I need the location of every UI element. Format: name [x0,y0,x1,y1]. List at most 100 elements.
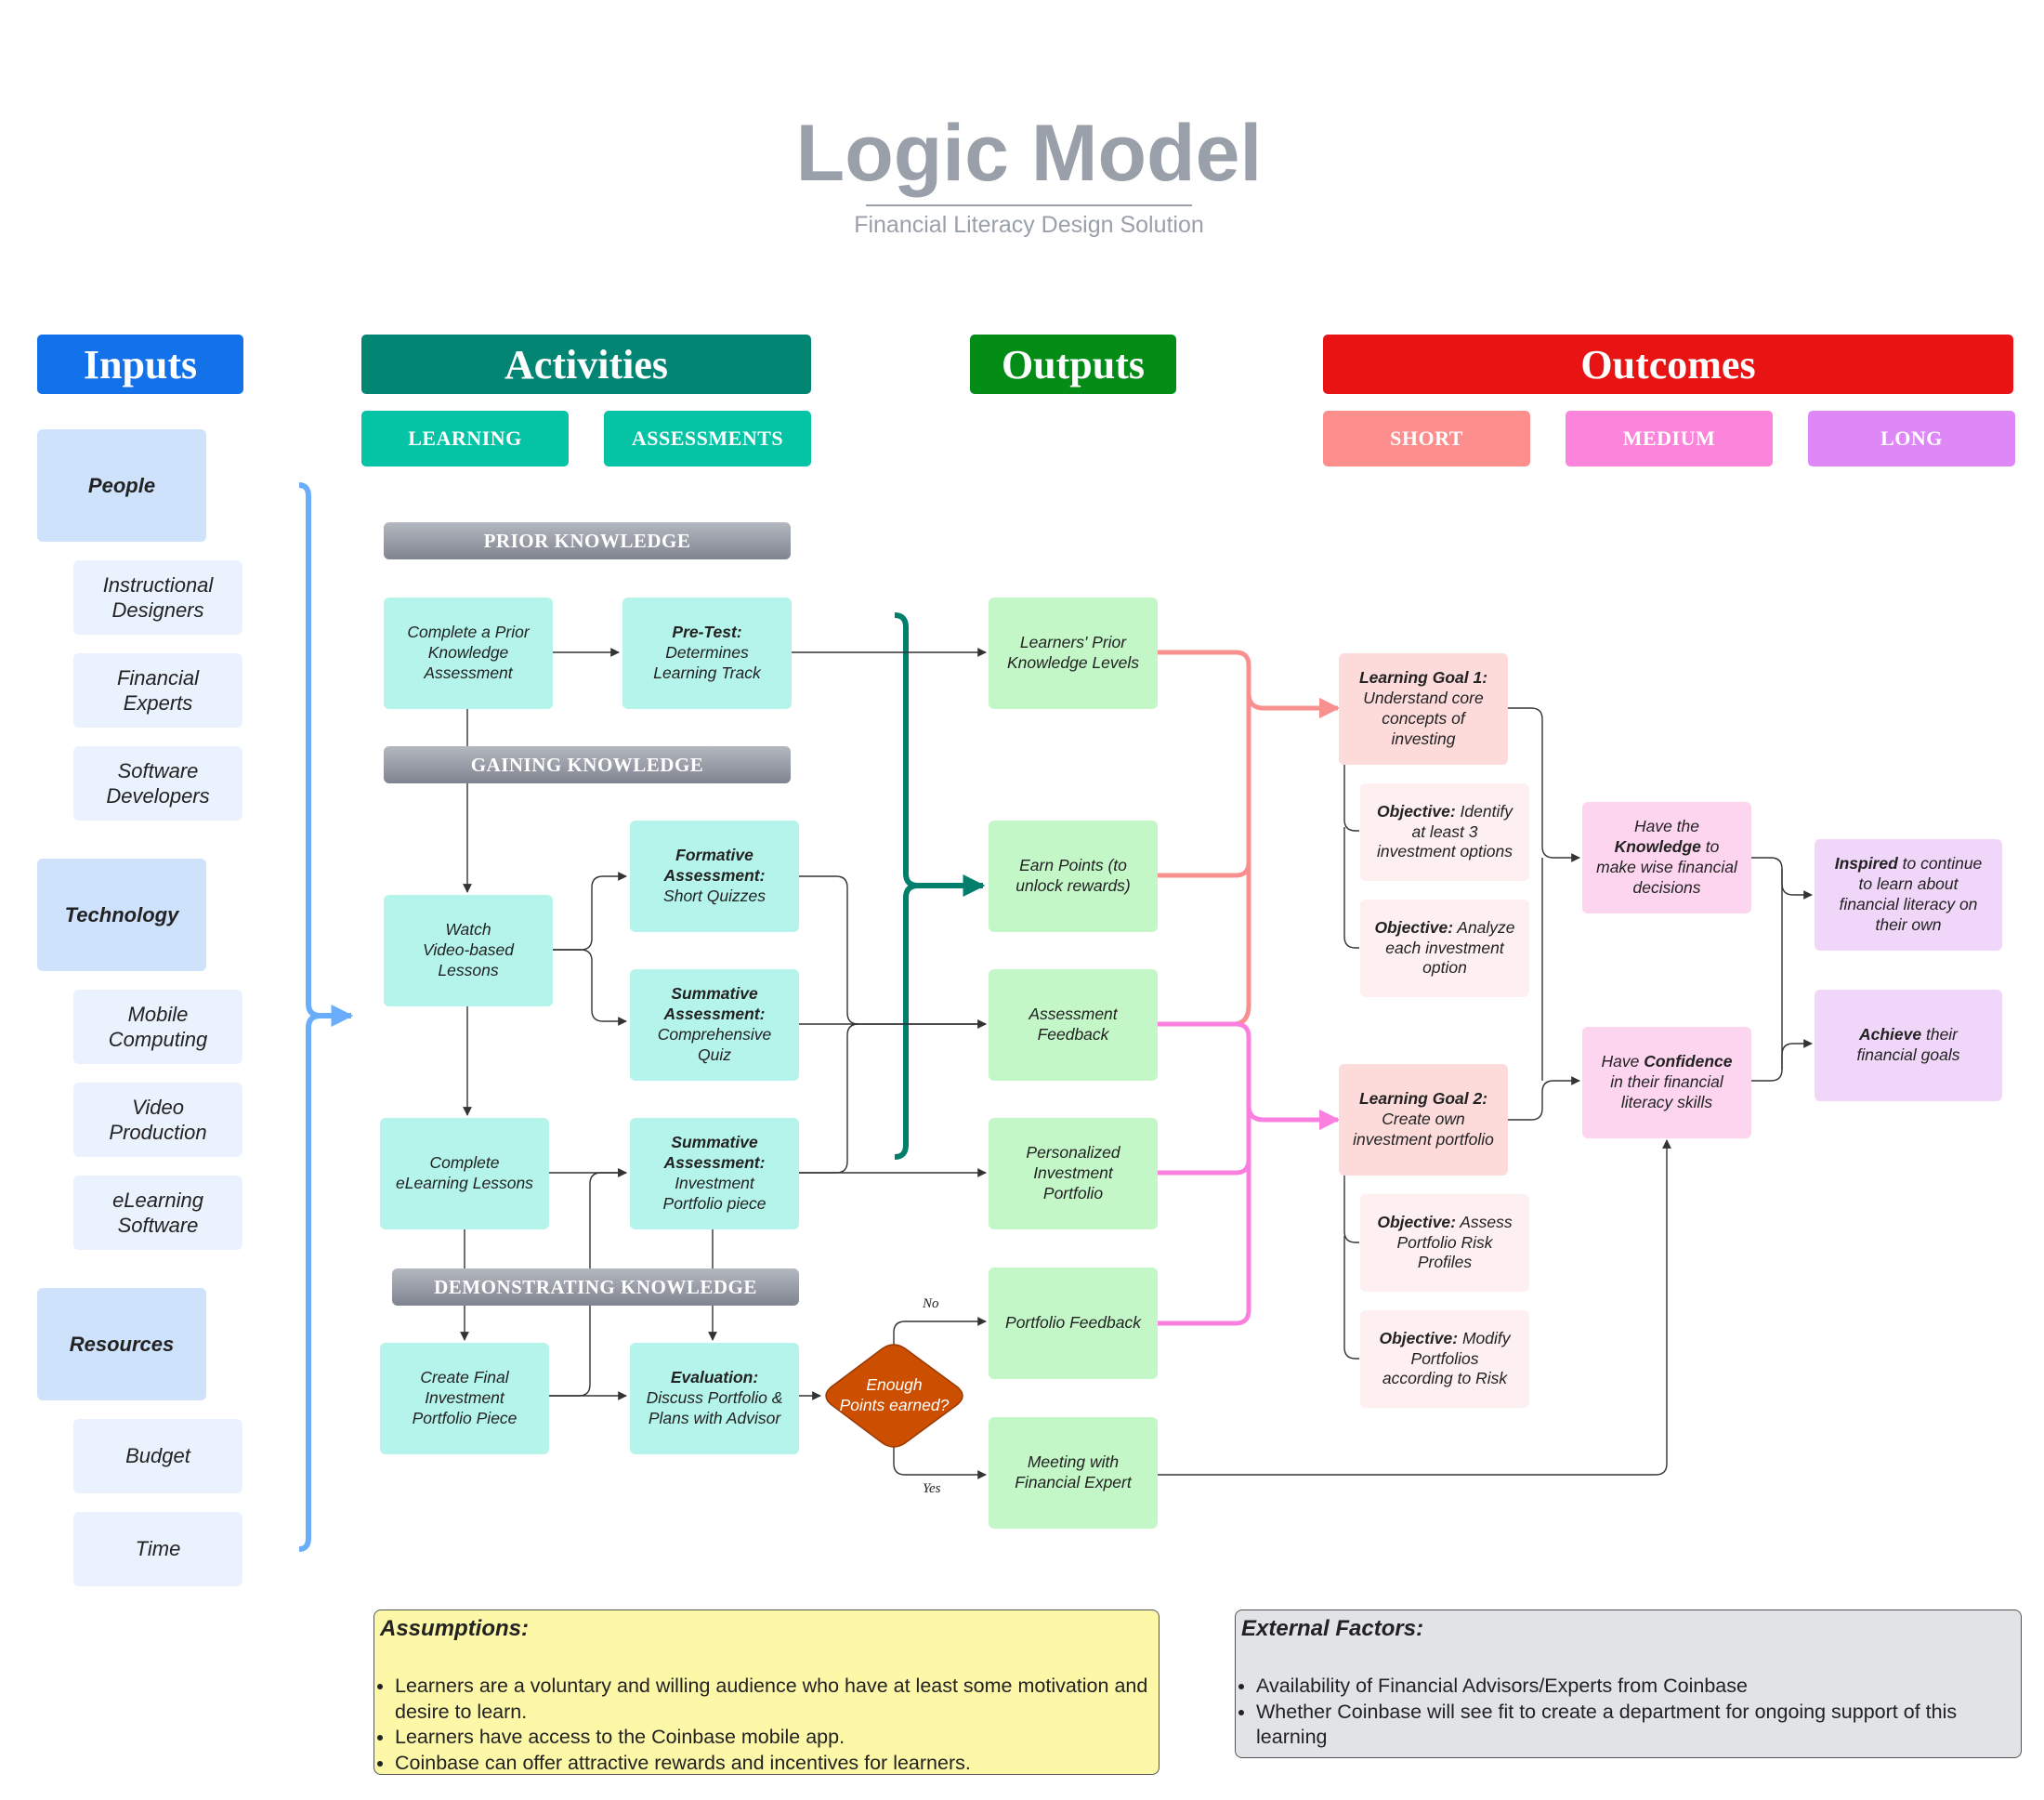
assumption-item: Learners have access to the Coinbase mob… [395,1725,1153,1751]
input-video-production: Video Production [73,1083,242,1157]
outputs-header: Outputs [970,335,1176,394]
external-factors-title: External Factors: [1241,1616,1424,1641]
assumptions-title: Assumptions: [380,1616,530,1641]
confidence-pre: Have [1601,1052,1644,1071]
inputs-bracket [298,482,321,1552]
obj1-title: Objective: [1377,801,1456,821]
obj3-title: Objective: [1377,1212,1456,1231]
assumptions-panel: Assumptions: Learners are a voluntary an… [373,1609,1160,1775]
learning-subheader: LEARNING [361,411,569,466]
obj2-title: Objective: [1374,917,1454,937]
input-financial-experts: Financial Experts [73,653,242,728]
outcome-objective-identify: Objective: Identify at least 3 investmen… [1360,783,1529,881]
outcome-objective-assess: Objective: Assess Portfolio Risk Profile… [1360,1194,1529,1292]
knowledge-bold: Knowledge [1614,837,1701,857]
goal1-text: Understand core concepts of investing [1363,689,1484,748]
input-time: Time [73,1512,242,1586]
decision-yes-label: Yes [923,1481,941,1496]
activity-formative-assessment: Formative Assessment:Short Quizzes [630,821,799,932]
outcome-inspired: Inspired to continue to learn about fina… [1815,839,2002,951]
assumption-item: Coinbase can offer attractive rewards an… [395,1751,1153,1777]
activity-complete-elearning: Complete eLearning Lessons [380,1118,549,1229]
output-personalized-portfolio: Personalized Investment Portfolio [989,1118,1158,1229]
input-software-developers: Software Developers [73,746,242,821]
outcome-objective-modify: Objective: Modify Portfolios according t… [1360,1310,1529,1408]
inspired-bold: Inspired [1834,854,1898,874]
medium-subheader: MEDIUM [1566,411,1773,466]
evaluation-text: Discuss Portfolio & Plans with Advisor [646,1388,783,1427]
obj2-text: Analyze each investment option [1385,917,1515,978]
page-subtitle: Financial Literacy Design Solution [854,211,1204,238]
activity-watch-videos: Watch Video-based Lessons [384,895,553,1006]
summative1-title: Summative Assessment: [663,984,766,1024]
achieve-bold: Achieve [1858,1025,1922,1045]
input-instructional-designers: Instructional Designers [73,560,242,635]
evaluation-title: Evaluation: [670,1368,759,1387]
confidence-bold: Confidence [1644,1052,1733,1071]
outcome-objective-analyze: Objective: Analyze each investment optio… [1360,900,1529,997]
goal2-title: Learning Goal 2: [1358,1089,1488,1109]
achieve-post: their financial goals [1856,1025,1960,1064]
knowledge-post: to make wise financial decisions [1596,837,1737,897]
summative2-title: Summative Assessment: [663,1133,766,1173]
activities-bracket [894,612,919,1160]
obj3-text: Assess Portfolio Risk Profiles [1396,1212,1513,1272]
page-title: Logic Model [795,108,1263,198]
external-factor-item: Whether Coinbase will see fit to create … [1256,1700,2015,1751]
stage-prior-knowledge: PRIOR KNOWLEDGE [384,522,791,559]
external-factors-list: Availability of Financial Advisors/Exper… [1241,1674,2015,1751]
goal1-title: Learning Goal 1: [1358,668,1488,688]
output-portfolio-feedback: Portfolio Feedback [989,1268,1158,1379]
input-mobile-computing: Mobile Computing [73,990,242,1064]
input-technology: Technology [37,859,206,971]
knowledge-pre: Have the [1633,817,1700,836]
assumption-item: Learners are a voluntary and willing aud… [395,1674,1153,1725]
decision-label: Enough Points earned? [839,1375,950,1414]
formative-text: Short Quizzes [663,886,766,905]
goal2-text: Create own investment portfolio [1353,1110,1494,1149]
activity-pretest: Pre-Test:Determines Learning Track [622,598,792,709]
output-assessment-feedback: Assessment Feedback [989,969,1158,1081]
outcome-learning-goal-1: Learning Goal 1:Understand core concepts… [1339,653,1508,765]
inputs-header: Inputs [37,335,243,394]
activity-evaluation: Evaluation:Discuss Portfolio & Plans wit… [630,1343,799,1454]
stage-demonstrating-knowledge: DEMONSTRATING KNOWLEDGE [392,1268,799,1306]
outcome-learning-goal-2: Learning Goal 2:Create own investment po… [1339,1064,1508,1176]
decision-diamond [825,1344,963,1448]
activity-create-final-portfolio: Create Final Investment Portfolio Piece [380,1343,549,1454]
inspired-post: to continue to learn about financial lit… [1839,854,1983,934]
outcome-confidence: Have Confidence in their financial liter… [1582,1027,1751,1138]
input-elearning-software: eLearning Software [73,1176,242,1250]
activity-prior-assessment: Complete a Prior Knowledge Assessment [384,598,553,709]
decision-no-label: No [923,1296,939,1311]
summative2-text: Investment Portfolio piece [662,1174,766,1213]
assumptions-list: Learners are a voluntary and willing aud… [380,1674,1153,1776]
pretest-title: Pre-Test: [672,623,742,642]
long-subheader: LONG [1808,411,2015,466]
external-factors-panel: External Factors: Availability of Financ… [1235,1609,2022,1758]
activities-header: Activities [361,335,811,394]
input-people: People [37,429,206,542]
obj1-text: Identify at least 3 investment options [1377,801,1513,861]
stage-gaining-knowledge: GAINING KNOWLEDGE [384,746,791,783]
confidence-post: in their financial literacy skills [1610,1072,1723,1111]
outcomes-header: Outcomes [1323,335,2013,394]
output-earn-points: Earn Points (to unlock rewards) [989,821,1158,932]
obj4-title: Objective: [1379,1328,1459,1347]
short-subheader: SHORT [1323,411,1530,466]
pretest-text: Determines Learning Track [653,643,761,682]
obj4-text: Modify Portfolios according to Risk [1382,1328,1511,1388]
external-factor-item: Availability of Financial Advisors/Exper… [1256,1674,2015,1700]
input-resources: Resources [37,1288,206,1400]
output-prior-knowledge-levels: Learners' Prior Knowledge Levels [989,598,1158,709]
summative1-text: Comprehensive Quiz [657,1025,772,1064]
formative-title: Formative Assessment: [663,846,766,886]
assessments-subheader: ASSESSMENTS [604,411,811,466]
activity-summative-quiz: Summative Assessment:Comprehensive Quiz [630,969,799,1081]
activity-summative-portfolio: Summative Assessment:Investment Portfoli… [630,1118,799,1229]
outcome-achieve: Achieve their financial goals [1815,990,2002,1101]
input-budget: Budget [73,1419,242,1493]
output-meeting-expert: Meeting with Financial Expert [989,1417,1158,1529]
